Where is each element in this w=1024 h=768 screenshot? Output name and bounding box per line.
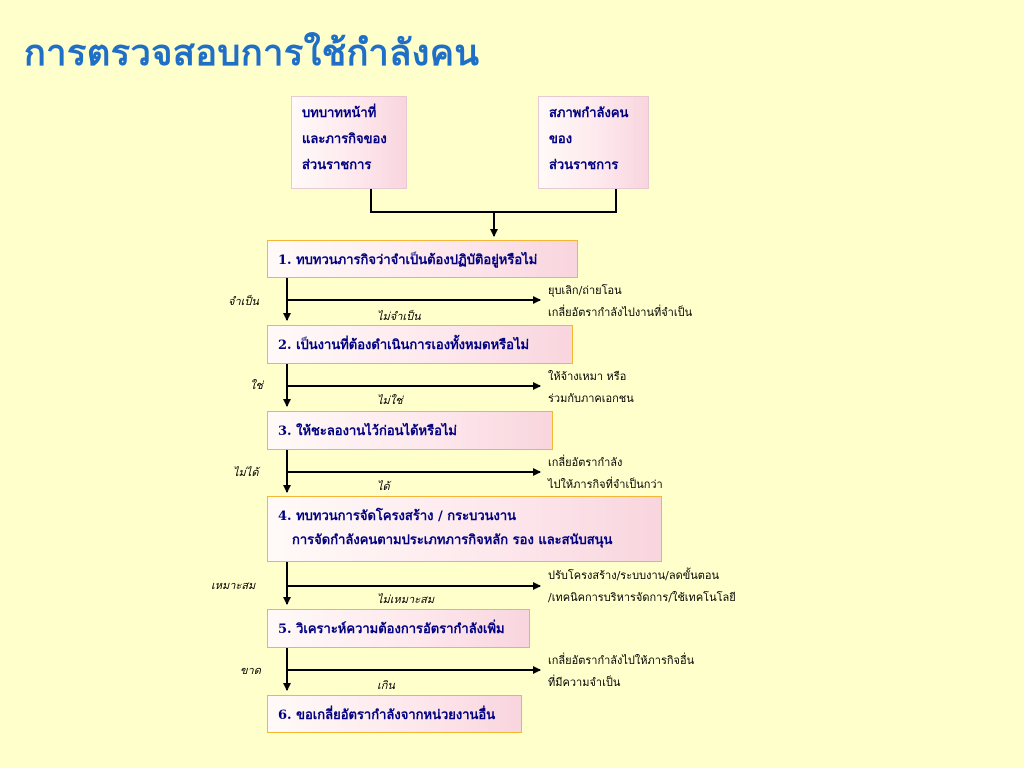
step-2-outcome-line-2: ร่วมกับภาคเอกชน [548,392,634,405]
step-1-outcome: ยุบเลิก/ถ่ายโอน เกลี่ยอัตรากำลังไปงานที่… [548,280,692,324]
workforce-line-3: ส่วนราชการ [549,158,619,173]
step-2-outcome: ให้จ้างเหมา หรือ ร่วมกับภาคเอกชน [548,366,634,410]
mission-box: บทบาทหน้าที่ และภารกิจของ ส่วนราชการ [291,96,407,189]
page-title: การตรวจสอบการใช้กำลังคน [24,33,480,74]
step-3-outcome-line-2: ไปให้ภารกิจที่จำเป็นกว่า [548,478,663,491]
workforce-line-1: สภาพกำลังคน [549,106,629,121]
step-1-box: 1. ทบทวนภารกิจว่าจำเป็นต้องปฏิบัติอยู่หร… [267,240,578,278]
mission-line-2: และภารกิจของ [302,132,387,147]
step-4-line-2: การจัดกำลังคนตามประเภทภารกิจหลัก รอง และ… [292,533,613,548]
workforce-box: สภาพกำลังคน ของ ส่วนราชการ [538,96,649,189]
step-3-outcome: เกลี่ยอัตรากำลัง ไปให้ภารกิจที่จำเป็นกว่… [548,452,663,496]
step-3-box: 3. ให้ชะลองานไว้ก่อนได้หรือไม่ [267,411,553,450]
workforce-line-2: ของ [549,132,573,147]
step-5-box: 5. วิเคราะห์ความต้องการอัตรากำลังเพิ่ม [267,609,530,648]
step-5-yes-label: ขาด [240,664,261,677]
step-4-yes-label: เหมาะสม [211,579,256,592]
step-4-outcome-line-2: /เทคนิคการบริหารจัดการ/ใช้เทคโนโลยี [548,591,736,604]
mission-line-3: ส่วนราชการ [302,158,372,173]
step-4-no-label: ไม่เหมาะสม [377,593,435,606]
step-3-outcome-line-1: เกลี่ยอัตรากำลัง [548,456,623,469]
step-6-box: 6. ขอเกลี่ยอัตรากำลังจากหน่วยงานอื่น [267,695,522,733]
step-1-outcome-line-2: เกลี่ยอัตรากำลังไปงานที่จำเป็น [548,306,693,319]
step-3-no-label: ได้ [377,480,390,493]
step-5-outcome: เกลี่ยอัตรากำลังไปให้ภารกิจอื่น ที่มีควา… [548,650,694,694]
step-1-no-label: ไม่จำเป็น [377,310,421,323]
step-4-outcome-line-1: ปรับโครงสร้าง/ระบบงาน/ลดขั้นตอน [548,569,720,582]
step-2-yes-label: ใช่ [250,379,263,392]
step-1-text: 1. ทบทวนภารกิจว่าจำเป็นต้องปฏิบัติอยู่หร… [278,252,538,268]
step-5-outcome-line-2: ที่มีความจำเป็น [548,676,621,689]
step-4-box: 4. ทบทวนการจัดโครงสร้าง / กระบวนงาน การจ… [267,496,662,562]
step-4-outcome: ปรับโครงสร้าง/ระบบงาน/ลดขั้นตอน /เทคนิคก… [548,565,736,609]
step-5-no-label: เกิน [377,679,395,692]
step-3-yes-label: ไม่ได้ [233,466,259,479]
step-2-box: 2. เป็นงานที่ต้องดำเนินการเองทั้งหมดหรือ… [267,325,573,364]
step-2-text: 2. เป็นงานที่ต้องดำเนินการเองทั้งหมดหรือ… [278,338,530,353]
step-5-outcome-line-1: เกลี่ยอัตรากำลังไปให้ภารกิจอื่น [548,654,695,667]
step-1-outcome-line-1: ยุบเลิก/ถ่ายโอน [548,284,622,297]
step-5-text: 5. วิเคราะห์ความต้องการอัตรากำลังเพิ่ม [278,622,505,637]
step-6-text: 6. ขอเกลี่ยอัตรากำลังจากหน่วยงานอื่น [278,707,496,723]
step-2-no-label: ไม่ใช่ [377,394,403,407]
step-1-yes-label: จำเป็น [228,295,259,308]
step-2-outcome-line-1: ให้จ้างเหมา หรือ [548,370,627,383]
step-4-line-1: 4. ทบทวนการจัดโครงสร้าง / กระบวนงาน [278,509,517,524]
step-3-text: 3. ให้ชะลองานไว้ก่อนได้หรือไม่ [278,424,457,439]
mission-line-1: บทบาทหน้าที่ [302,106,377,121]
